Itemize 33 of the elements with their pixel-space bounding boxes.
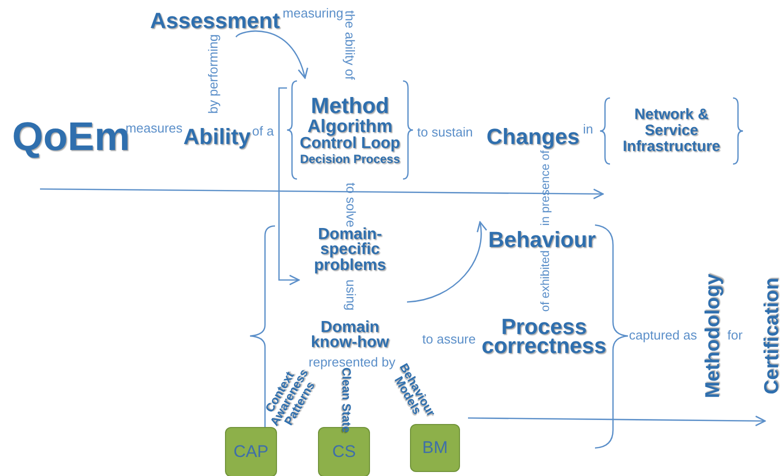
- concept-word: Domain know-how: [310, 320, 390, 350]
- concept-word: Domain-specific problems: [312, 227, 387, 273]
- concept-word: Method: [310, 94, 390, 118]
- concept-word: Assessment: [150, 9, 280, 33]
- connecting-phrase: to sustain: [417, 126, 473, 138]
- acronym-tile: BM: [410, 424, 460, 472]
- tile-caption: Clean State: [340, 367, 352, 435]
- concept-word: Algorithm: [308, 117, 392, 136]
- concept-word: Ability: [183, 125, 251, 149]
- concept-word: Network & Service Infrastructure: [622, 107, 722, 155]
- concept-word: Behaviour: [488, 228, 596, 252]
- connecting-phrase: measuring: [282, 6, 344, 20]
- concept-word: Changes: [486, 125, 580, 149]
- concept-word: Control Loop: [300, 136, 400, 154]
- connecting-phrase: of exhibited: [539, 250, 551, 312]
- arrow: [236, 30, 308, 79]
- connecting-phrase: by performing: [206, 34, 220, 114]
- arrow: [278, 87, 300, 286]
- connecting-phrase: represented by: [308, 356, 396, 368]
- connecting-phrase: the ability of: [344, 10, 356, 80]
- connecting-phrase: in presence of: [539, 150, 551, 226]
- connecting-phrase: to assure: [422, 332, 476, 346]
- concept-word: Decision Process: [300, 153, 400, 166]
- connecting-phrase: captured as: [629, 328, 697, 342]
- concept-word: Certification: [762, 278, 782, 394]
- concept-word: Methodology: [703, 274, 723, 398]
- connecting-phrase: of a: [252, 124, 274, 138]
- arrow: [406, 221, 486, 303]
- acronym-tile: CAP: [225, 427, 277, 476]
- concept-word: Process correctness: [480, 318, 608, 356]
- connecting-phrase: for: [727, 328, 743, 342]
- connecting-phrase: in: [582, 122, 594, 136]
- connecting-phrase: using: [344, 279, 358, 311]
